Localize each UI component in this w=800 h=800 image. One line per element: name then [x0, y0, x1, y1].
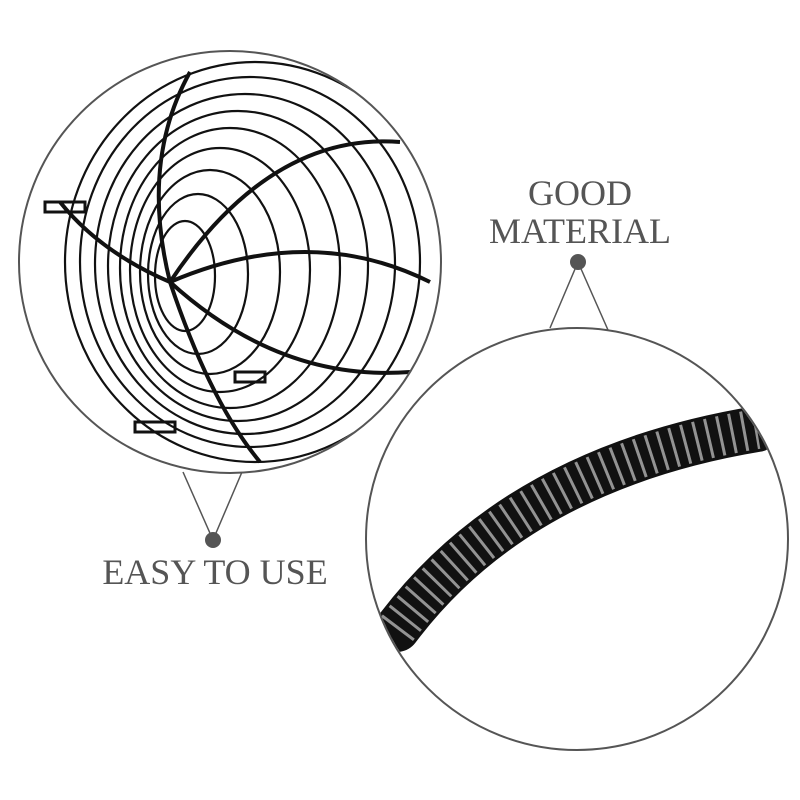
good-material-line-2: MATERIAL	[489, 210, 671, 251]
easy-to-use-label: EASY TO USE	[80, 552, 350, 592]
good-material-line-1: GOOD	[528, 173, 632, 213]
easy-to-use-dot	[205, 532, 221, 548]
wire-basket-illustration	[43, 60, 440, 464]
spring-coil-image	[365, 327, 789, 751]
good-material-label: GOOD MATERIAL	[470, 173, 690, 251]
spring-coil-illustration	[374, 406, 780, 652]
easy-to-use-line: EASY TO USE	[102, 552, 328, 592]
wire-basket-image	[18, 50, 442, 474]
good-material-dot	[570, 254, 586, 270]
